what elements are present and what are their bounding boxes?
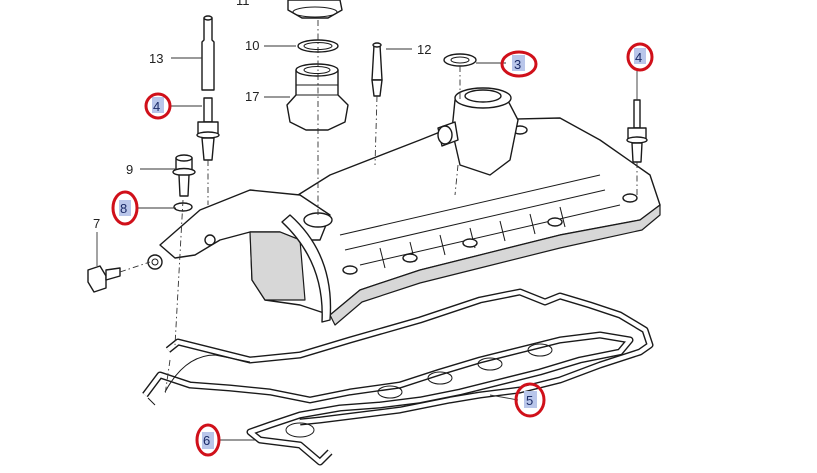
bolt-9	[172, 154, 196, 197]
label-10: 10	[245, 38, 259, 53]
bolt-4-left	[196, 97, 220, 161]
oil-filler-cap	[287, 0, 343, 19]
svg-text:6: 6	[203, 433, 210, 448]
leader-lines	[96, 45, 638, 441]
highlight-5: 5	[514, 382, 546, 418]
valve-cover	[147, 87, 661, 326]
svg-text:4: 4	[153, 99, 160, 114]
bolt-4-right	[626, 99, 648, 163]
highlight-4-left: 4	[144, 92, 172, 120]
label-13: 13	[149, 51, 163, 66]
gasket-port-rings	[285, 343, 553, 438]
highlight-6: 6	[195, 423, 221, 457]
svg-text:8: 8	[120, 201, 127, 216]
callout-labels: 11 10 12 13 17 9 7	[93, 0, 431, 231]
label-9: 9	[126, 162, 133, 177]
highlighted-callouts: 4 4 3 8 5 6	[111, 42, 654, 457]
inner-gasket	[142, 331, 634, 466]
gasket-rail	[147, 354, 251, 406]
filler-neck-adapter	[286, 63, 349, 131]
label-11: 11	[236, 0, 250, 8]
highlight-3: 3	[500, 50, 538, 78]
stud-13	[201, 15, 215, 91]
svg-text:5: 5	[526, 393, 533, 408]
label-17: 17	[245, 89, 259, 104]
stud-12	[371, 42, 383, 97]
assembly-axis-lines	[119, 20, 638, 396]
pcv-seal	[443, 53, 477, 67]
highlight-8: 8	[111, 190, 139, 226]
svg-text:3: 3	[514, 57, 521, 72]
label-12: 12	[417, 42, 431, 57]
label-7: 7	[93, 216, 100, 231]
outer-gasket	[165, 288, 654, 426]
svg-text:4: 4	[635, 50, 642, 65]
highlight-4-right: 4	[626, 42, 654, 72]
bolt-7	[87, 265, 121, 293]
